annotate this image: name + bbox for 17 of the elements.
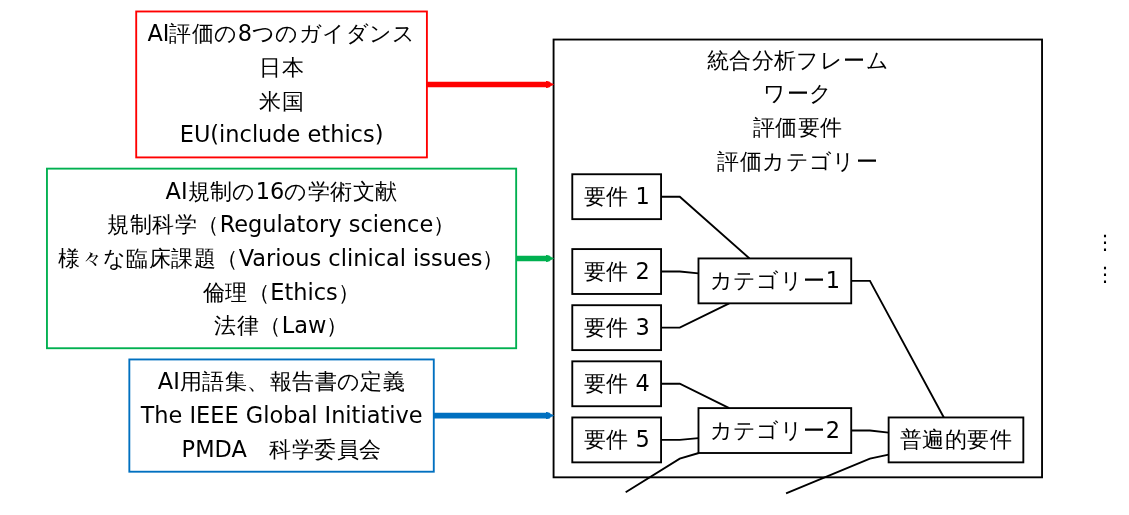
arrow: [426, 80, 554, 89]
node-box: 要件 2: [571, 248, 662, 295]
connector: [624, 452, 700, 494]
node-box: AI用語集、報告書の定義 The IEEE Global Initiative PMDA 科学委員会: [128, 358, 435, 473]
node-box: AI評価の8つのガイダンス 日本 米国 EU(include ethics): [135, 10, 428, 159]
node-box: 要件 5: [571, 416, 662, 464]
node-box: 要件 1: [571, 173, 662, 221]
arrow: [516, 254, 554, 263]
ellipsis-mark: ⋮: [1095, 261, 1115, 286]
node-box: 要件 3: [571, 304, 662, 352]
node-box: カテゴリー2: [697, 407, 853, 454]
node-box: カテゴリー1: [697, 257, 853, 305]
ellipsis-mark: ⋮: [1095, 229, 1115, 254]
node-box: 普遍的要件: [887, 416, 1025, 464]
arrow: [433, 411, 554, 420]
node-box: 要件 4: [571, 360, 662, 408]
node-box: AI規制の16の学術文献 規制科学（Regulatory science） 様々な臨床課題（Various clinical issues） 倫理（Ethics） 法律（Law）: [46, 167, 518, 350]
